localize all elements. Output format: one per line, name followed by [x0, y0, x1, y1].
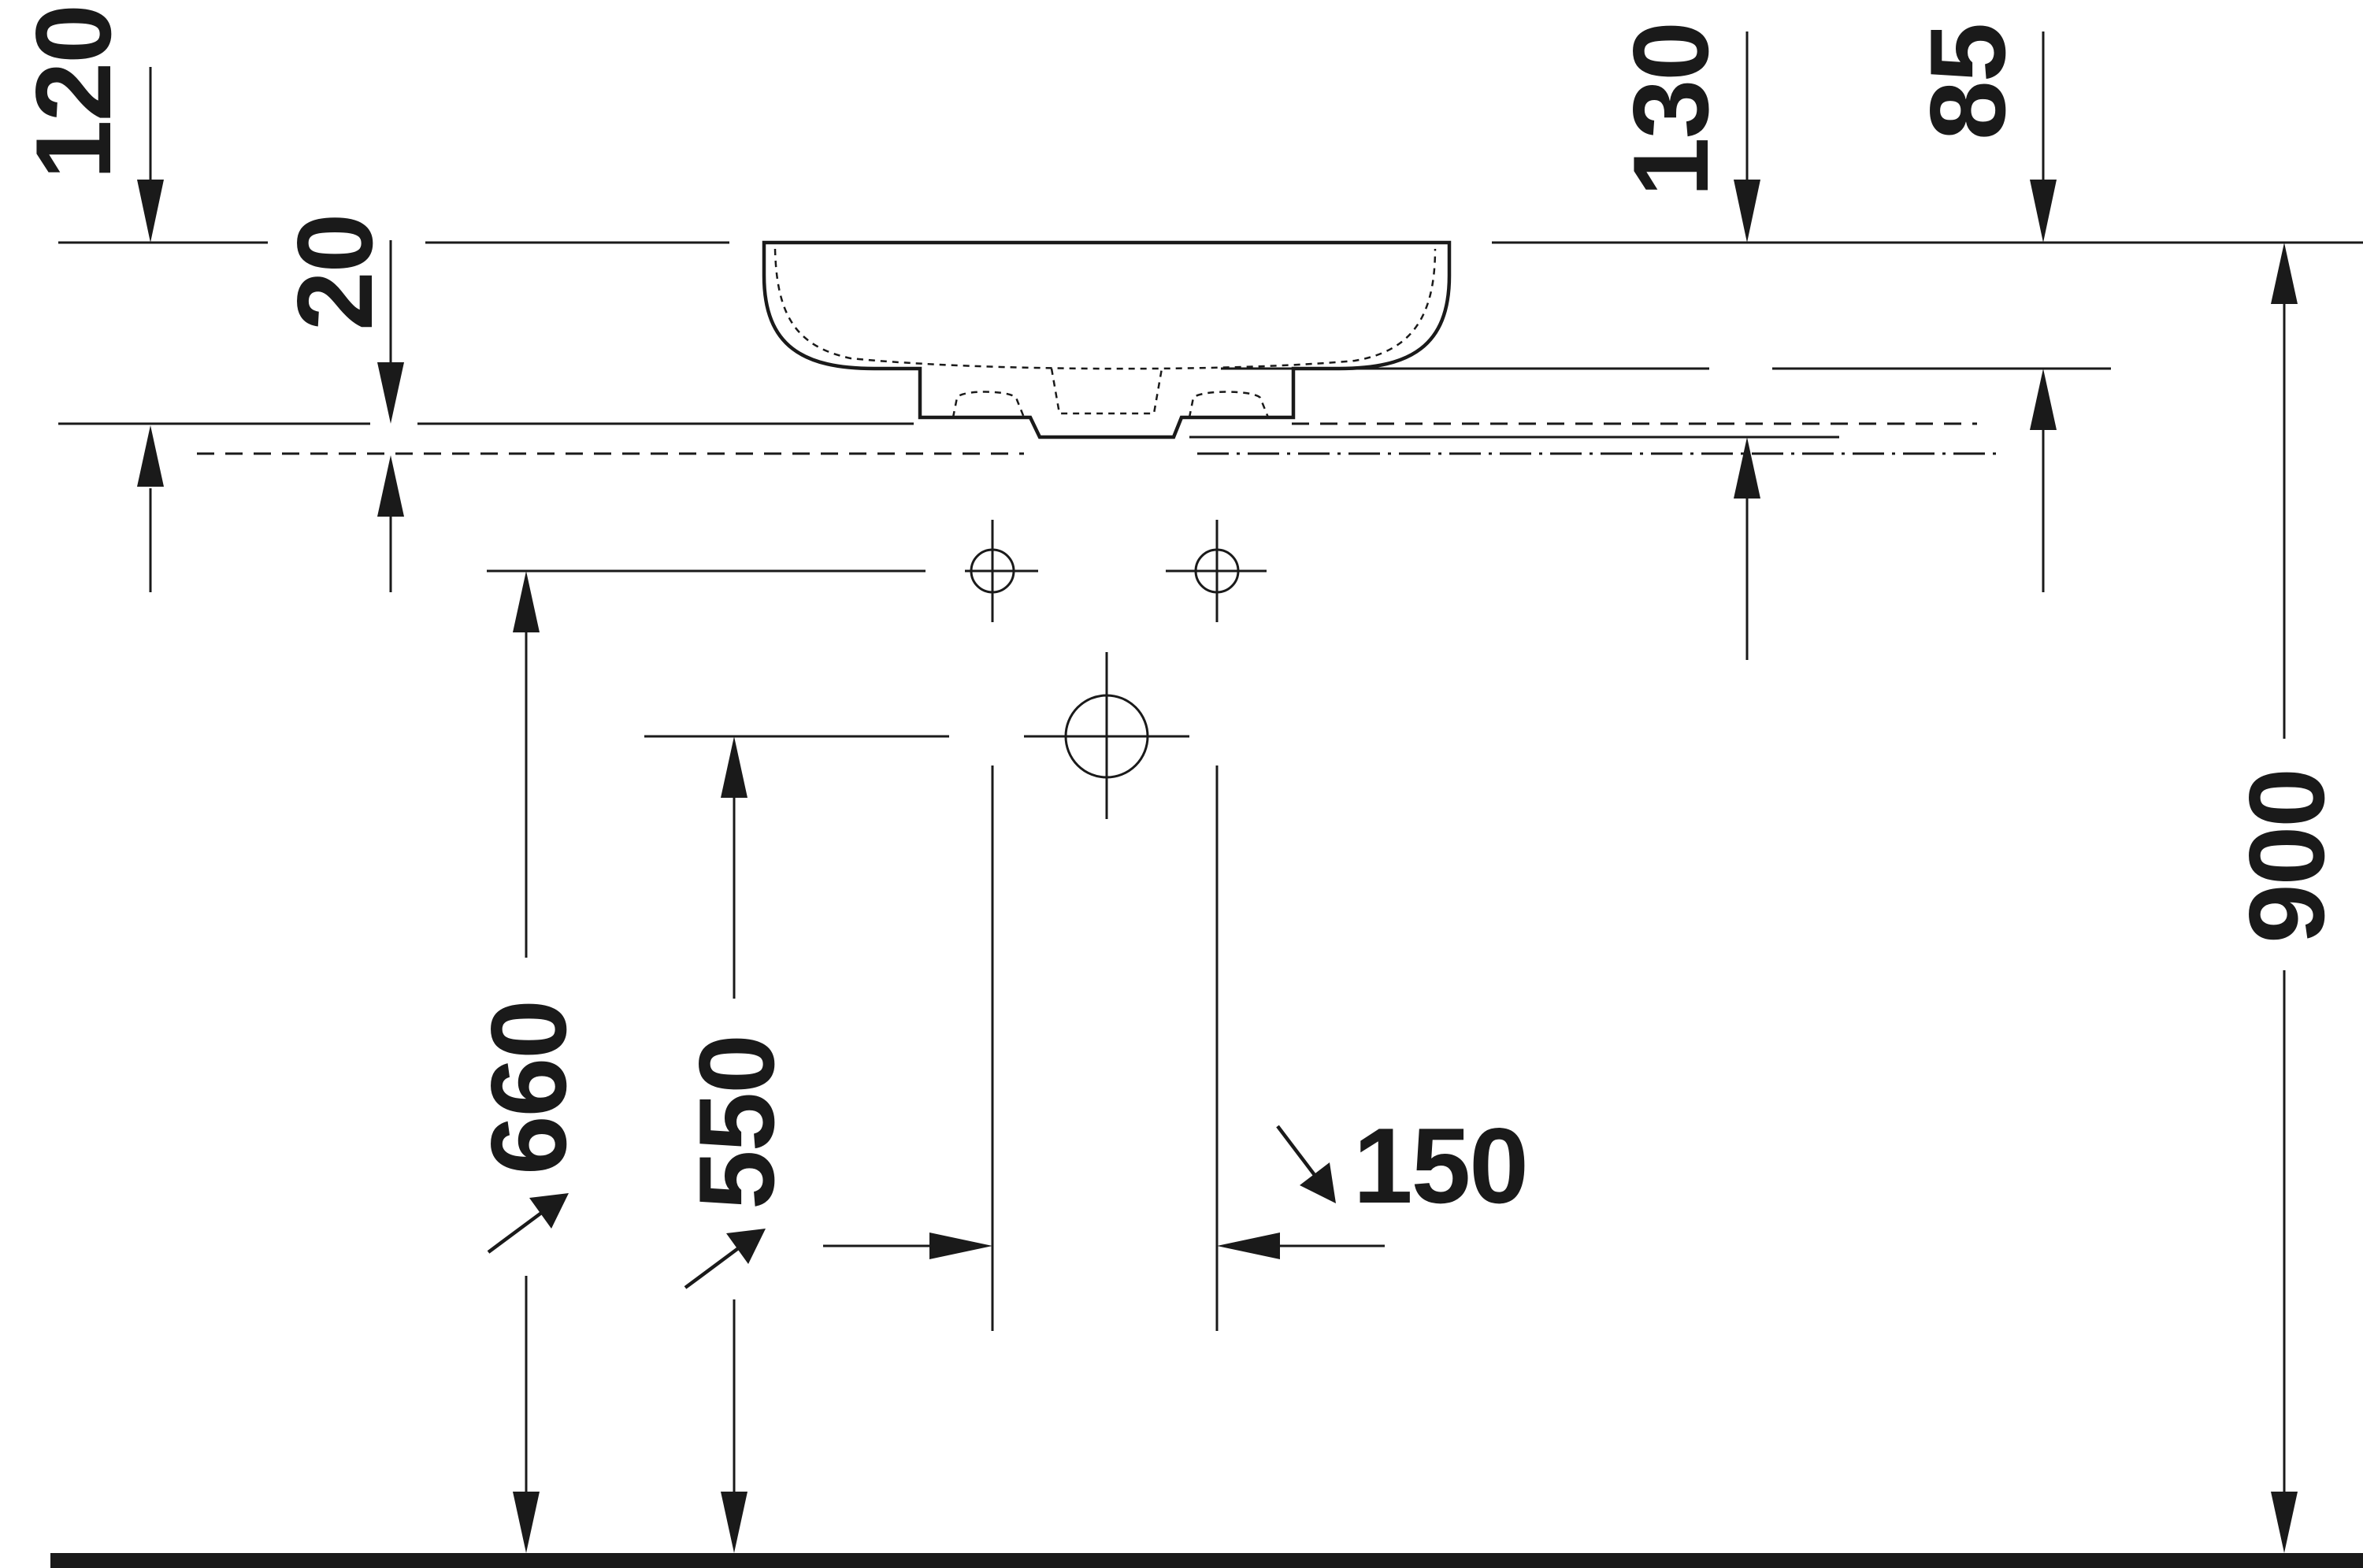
dim-150: 150 — [823, 1106, 1529, 1259]
dim-85-label: 85 — [1908, 24, 2027, 140]
reference-lines — [58, 241, 2363, 738]
dim-900: 900 — [2227, 243, 2346, 1553]
dim-550: 550 — [677, 736, 796, 1553]
dim-550-pointer-arrow — [684, 1229, 766, 1289]
dim-85: 85 — [1908, 24, 2057, 592]
dim-900-label: 900 — [2227, 769, 2346, 943]
dim-150-pointer-arrow — [1276, 1125, 1336, 1203]
dim-660-pointer-arrow — [487, 1193, 569, 1254]
basin-profile — [762, 240, 1452, 439]
dim-120: 120 — [13, 6, 164, 592]
dim-120-label: 120 — [13, 6, 133, 180]
waste-connection — [1024, 652, 1189, 819]
tap-hole-left — [965, 520, 1038, 622]
dim-20: 20 — [275, 215, 404, 592]
dim-130-label: 130 — [1611, 23, 1731, 197]
dim-660-label: 660 — [469, 1001, 588, 1175]
dim-130: 130 — [1611, 23, 1760, 660]
dim-550-label: 550 — [677, 1036, 796, 1210]
floor-line — [50, 1553, 2363, 1568]
dim-660: 660 — [469, 571, 588, 1553]
tap-hole-right — [1166, 520, 1267, 622]
dim-150-label: 150 — [1353, 1106, 1527, 1225]
dim-20-label: 20 — [275, 215, 395, 331]
